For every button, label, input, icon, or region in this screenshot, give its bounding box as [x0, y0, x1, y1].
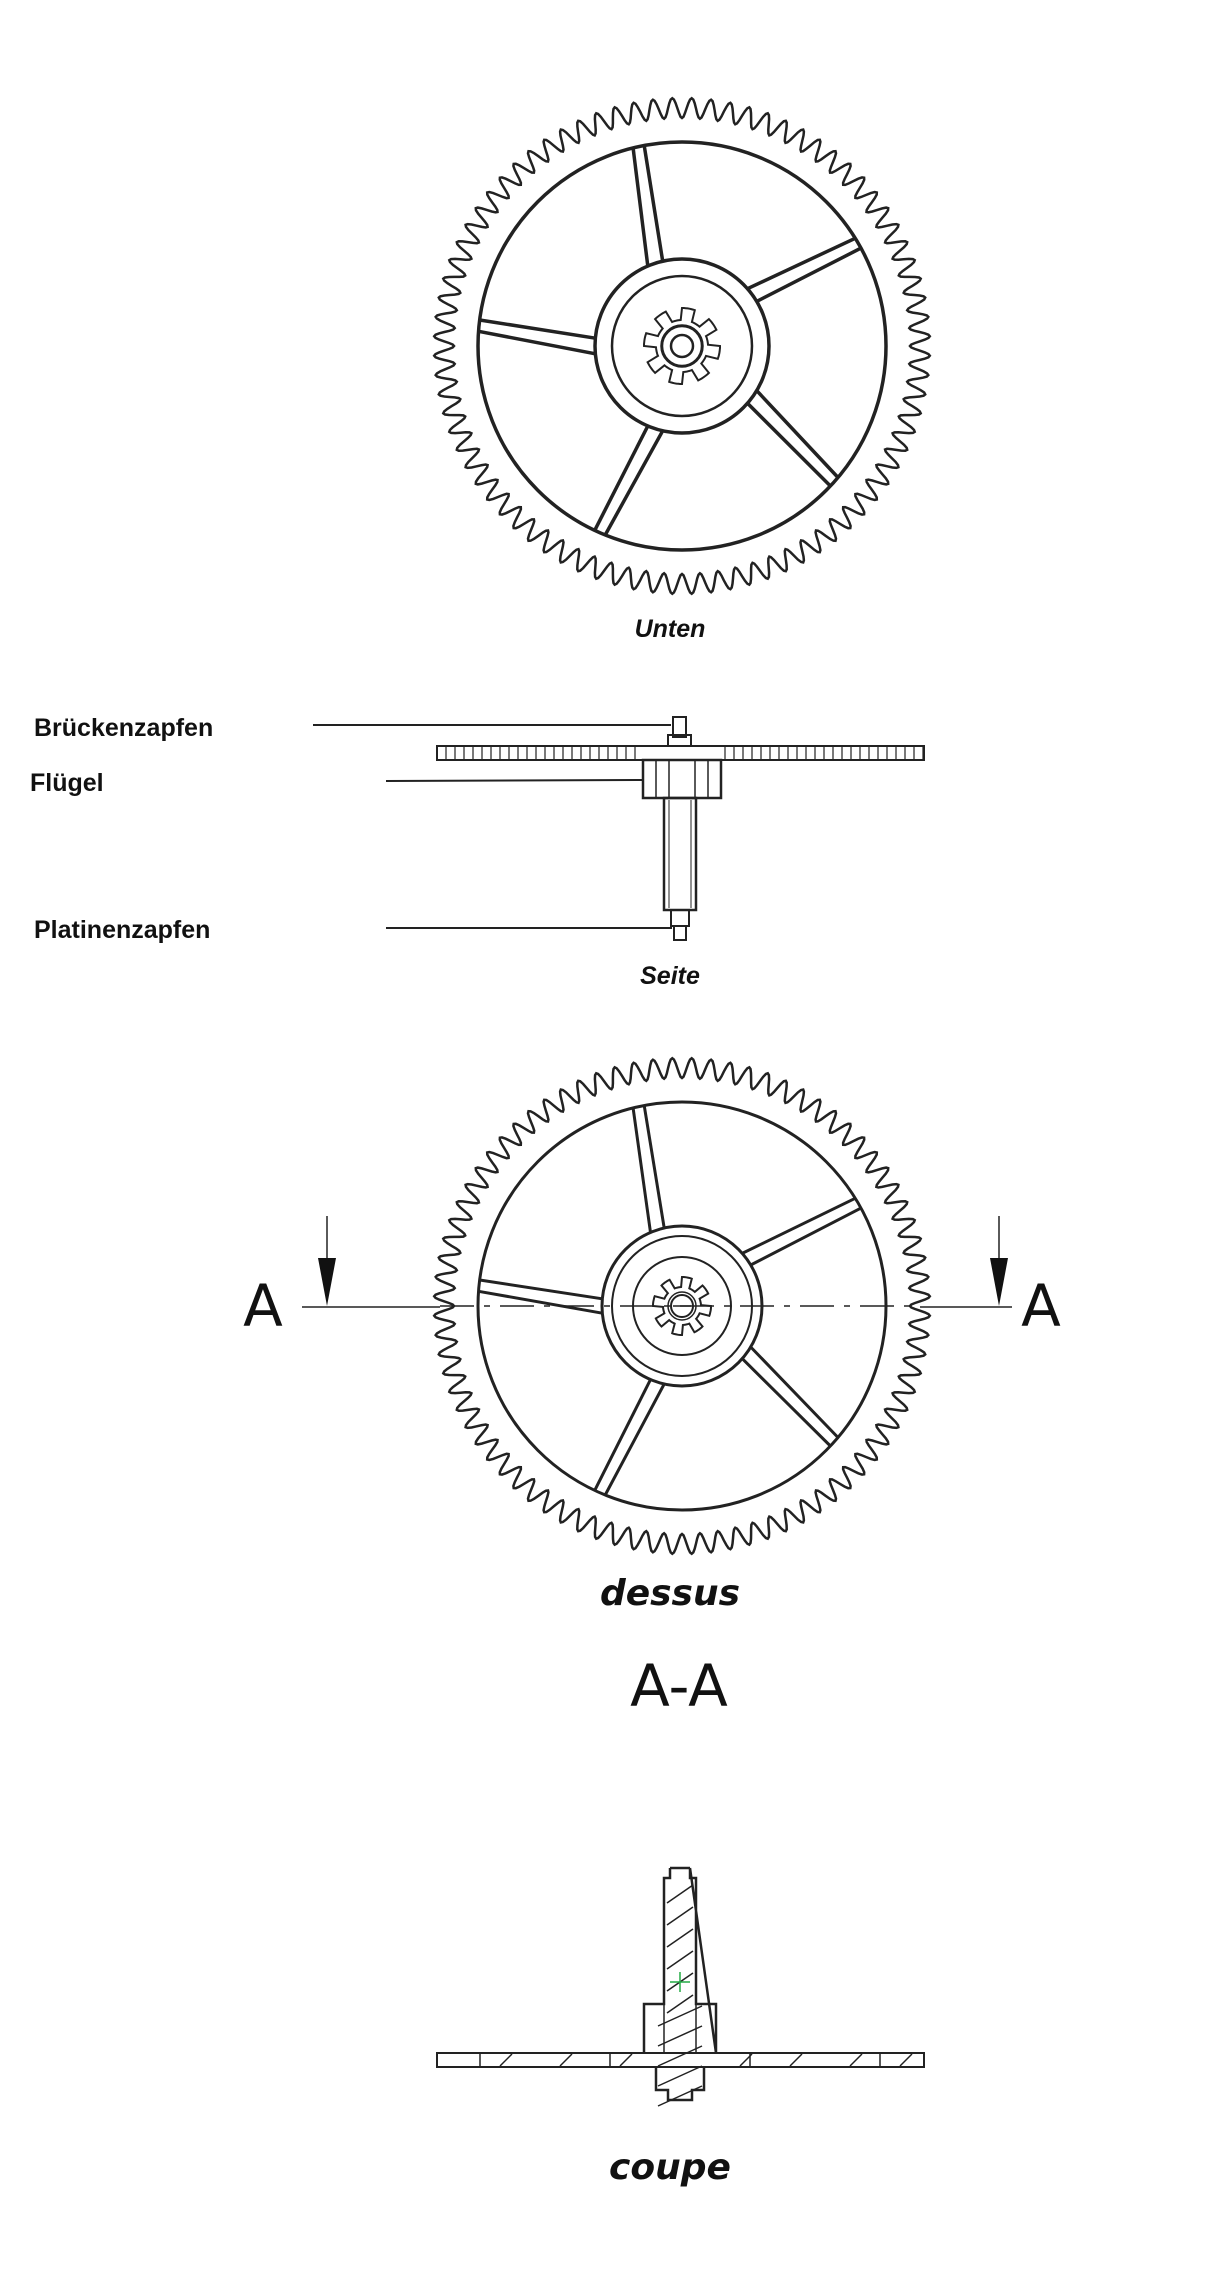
- top-view: A A dessus: [243, 1056, 1061, 1614]
- bottom-view-gear-teeth: [432, 96, 932, 596]
- section-arrow-left-head: [318, 1258, 336, 1306]
- hatch-line: [666, 1994, 694, 2014]
- side-view-gear-teeth: [445, 747, 924, 759]
- bottom-view-pivot: [669, 333, 695, 359]
- wheel-spoke-edge: [741, 1357, 832, 1448]
- wheel-spoke-edge: [746, 236, 856, 291]
- label-plate-pivot: Platinenzapfen: [34, 916, 210, 944]
- hatch-line: [657, 2045, 703, 2067]
- section-title: A-A: [630, 1652, 728, 1720]
- wheel-spoke-edge: [478, 329, 596, 356]
- hatch-line: [666, 1950, 694, 1970]
- wheel-spoke-edge: [755, 389, 840, 479]
- hatch-line: [666, 1928, 694, 1948]
- section-arrow-right-head: [990, 1258, 1008, 1306]
- side-view-caption: Seite: [640, 962, 700, 990]
- wheel-spoke-edge: [479, 1278, 603, 1301]
- top-view-spokes: [478, 1105, 862, 1496]
- wheel-spoke-edge: [741, 1196, 856, 1255]
- wheel-spoke-edge: [642, 1105, 666, 1229]
- wheel-spoke-edge: [631, 1107, 652, 1233]
- section-view-hatching: [499, 1884, 913, 2107]
- section-label-right: A: [1021, 1272, 1061, 1340]
- side-view-bridge-pivot: [672, 716, 687, 738]
- hatch-line: [559, 2053, 573, 2067]
- bottom-view-pinion: [643, 307, 721, 385]
- hatch-line: [666, 1884, 694, 1904]
- wheel-spoke-edge: [593, 1378, 652, 1492]
- hatch-line: [657, 2025, 703, 2047]
- side-view: Brückenzapfen Flügel Platinenzapfen Seit…: [30, 714, 925, 990]
- wheel-spoke-edge: [746, 402, 832, 488]
- section-view-lower-pivot: [654, 2067, 706, 2102]
- section-view-arbor-outline: [642, 1866, 718, 2054]
- top-view-caption: dessus: [600, 1573, 740, 1614]
- hatch-line: [899, 2053, 913, 2067]
- wheel-spoke-edge: [603, 429, 665, 536]
- hatch-line: [619, 2053, 633, 2067]
- wheel-spoke-edge: [603, 1383, 666, 1496]
- bottom-view-caption: Unten: [635, 615, 706, 643]
- side-view-collar: [667, 734, 692, 747]
- bottom-view: Unten: [432, 96, 932, 643]
- hatch-line: [666, 1906, 694, 1926]
- bottom-view-arbor: [660, 324, 704, 368]
- bottom-view-hub-outer: [593, 257, 771, 435]
- bottom-view-spokes: [478, 145, 862, 536]
- wheel-spoke-edge: [749, 1345, 840, 1439]
- hatch-line: [657, 2065, 703, 2087]
- wheel-spoke-edge: [755, 246, 862, 303]
- wheel-spoke-edge: [479, 318, 596, 340]
- hatch-line: [849, 2053, 863, 2067]
- section-view-caption: coupe: [609, 2147, 731, 2188]
- side-view-plate-pivot: [673, 925, 687, 941]
- side-view-plate-pivot-collar: [670, 909, 690, 927]
- label-bridge-pivot: Brückenzapfen: [34, 714, 213, 742]
- bottom-view-rim: [476, 140, 888, 552]
- label-pinion: Flügel: [30, 769, 104, 797]
- section-view: A-A coupe: [436, 1652, 925, 2188]
- side-view-pinion: [641, 758, 723, 800]
- hatch-line: [657, 2005, 703, 2027]
- wheel-spoke-edge: [750, 1206, 862, 1267]
- wheel-spoke-edge: [478, 1289, 603, 1315]
- section-label-left: A: [243, 1272, 283, 1340]
- section-view-wheel: [436, 2052, 925, 2068]
- bottom-view-hub-inner: [610, 274, 754, 418]
- hatch-line: [789, 2053, 803, 2067]
- wheel-spoke-edge: [593, 425, 650, 532]
- hatch-line: [739, 2053, 753, 2067]
- pinion-leaves: [643, 307, 721, 385]
- wheel-spoke-edge: [631, 147, 650, 267]
- hatch-line: [499, 2053, 513, 2067]
- callout-line-pinion: [385, 779, 644, 782]
- wheel-spoke-edge: [642, 145, 665, 262]
